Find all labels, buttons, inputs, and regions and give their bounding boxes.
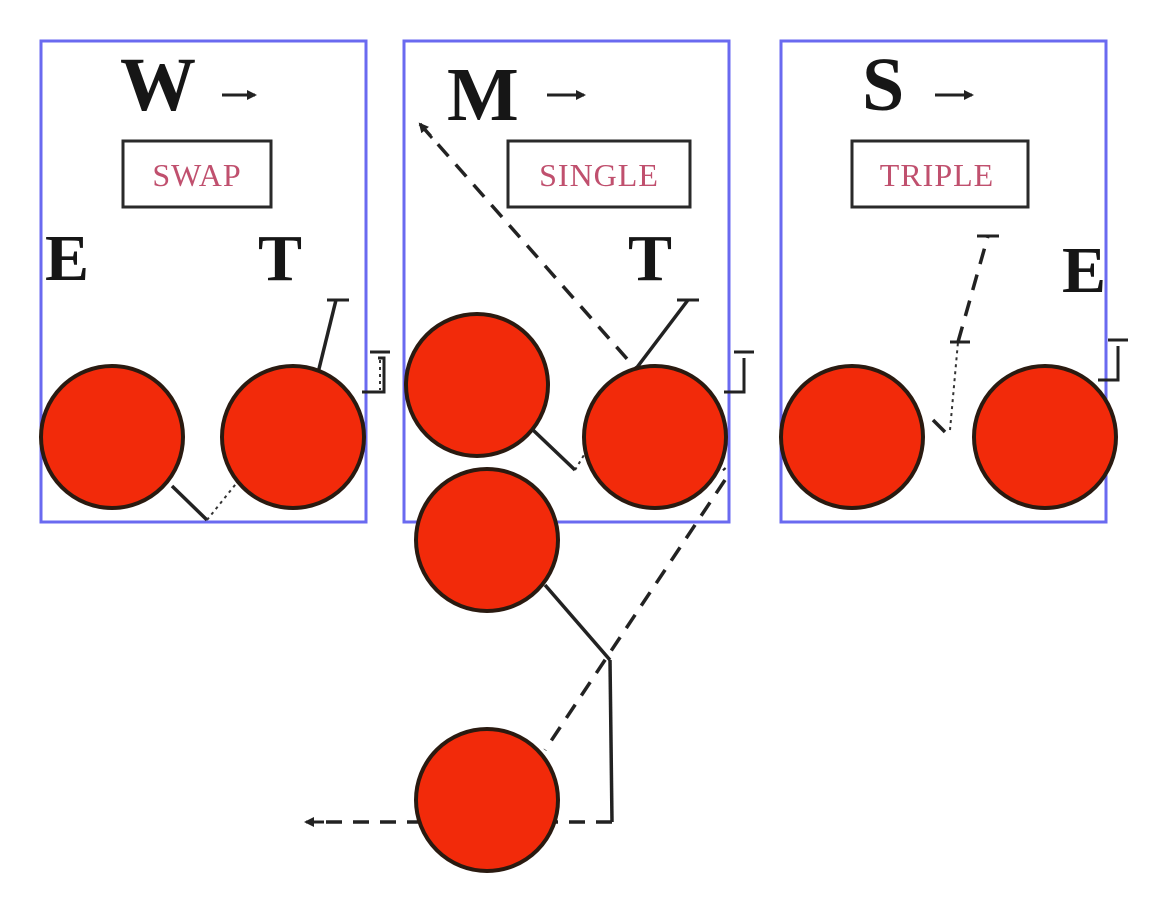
player-marker — [972, 364, 1118, 510]
block-cap — [724, 350, 754, 394]
route-arrow-icon — [418, 122, 434, 139]
panel-m-single: M SINGLE T — [304, 39, 754, 873]
player-marker — [39, 364, 185, 510]
route-line — [949, 341, 959, 431]
route-line — [543, 583, 612, 662]
zone-frame — [39, 39, 368, 524]
play-label-box — [506, 139, 692, 209]
route-line — [956, 235, 990, 343]
play-name: TRIPLE — [880, 157, 994, 193]
player-marker — [220, 364, 366, 510]
player-marker — [404, 312, 550, 458]
position-label-right: E — [1062, 234, 1106, 307]
route-line — [633, 298, 690, 372]
player-marker — [414, 467, 560, 613]
play-label-box — [121, 139, 273, 209]
panel-w-swap: W SWAP E T — [39, 39, 390, 524]
position-label-right: T — [258, 222, 302, 295]
formation-letter: S — [862, 43, 904, 127]
position-label-left: E — [45, 222, 89, 295]
zone-frame — [779, 39, 1108, 524]
route-line — [531, 428, 577, 472]
formation-letter: M — [447, 53, 519, 137]
player-marker — [582, 364, 728, 510]
position-label-right: T — [628, 222, 672, 295]
formation-letter: W — [120, 43, 196, 127]
zone-frame — [402, 39, 731, 524]
play-name: SINGLE — [539, 157, 659, 193]
play-name: SWAP — [152, 157, 241, 193]
route-line — [170, 484, 209, 522]
block-cap — [1098, 338, 1128, 382]
play-label-box — [850, 139, 1030, 209]
route-line — [931, 418, 947, 434]
block-cap — [362, 350, 390, 394]
route-line — [543, 479, 727, 751]
route-line — [608, 659, 614, 823]
panel-s-triple: S TRIPLE E — [779, 39, 1128, 524]
player-marker — [414, 727, 560, 873]
player-marker — [779, 364, 925, 510]
